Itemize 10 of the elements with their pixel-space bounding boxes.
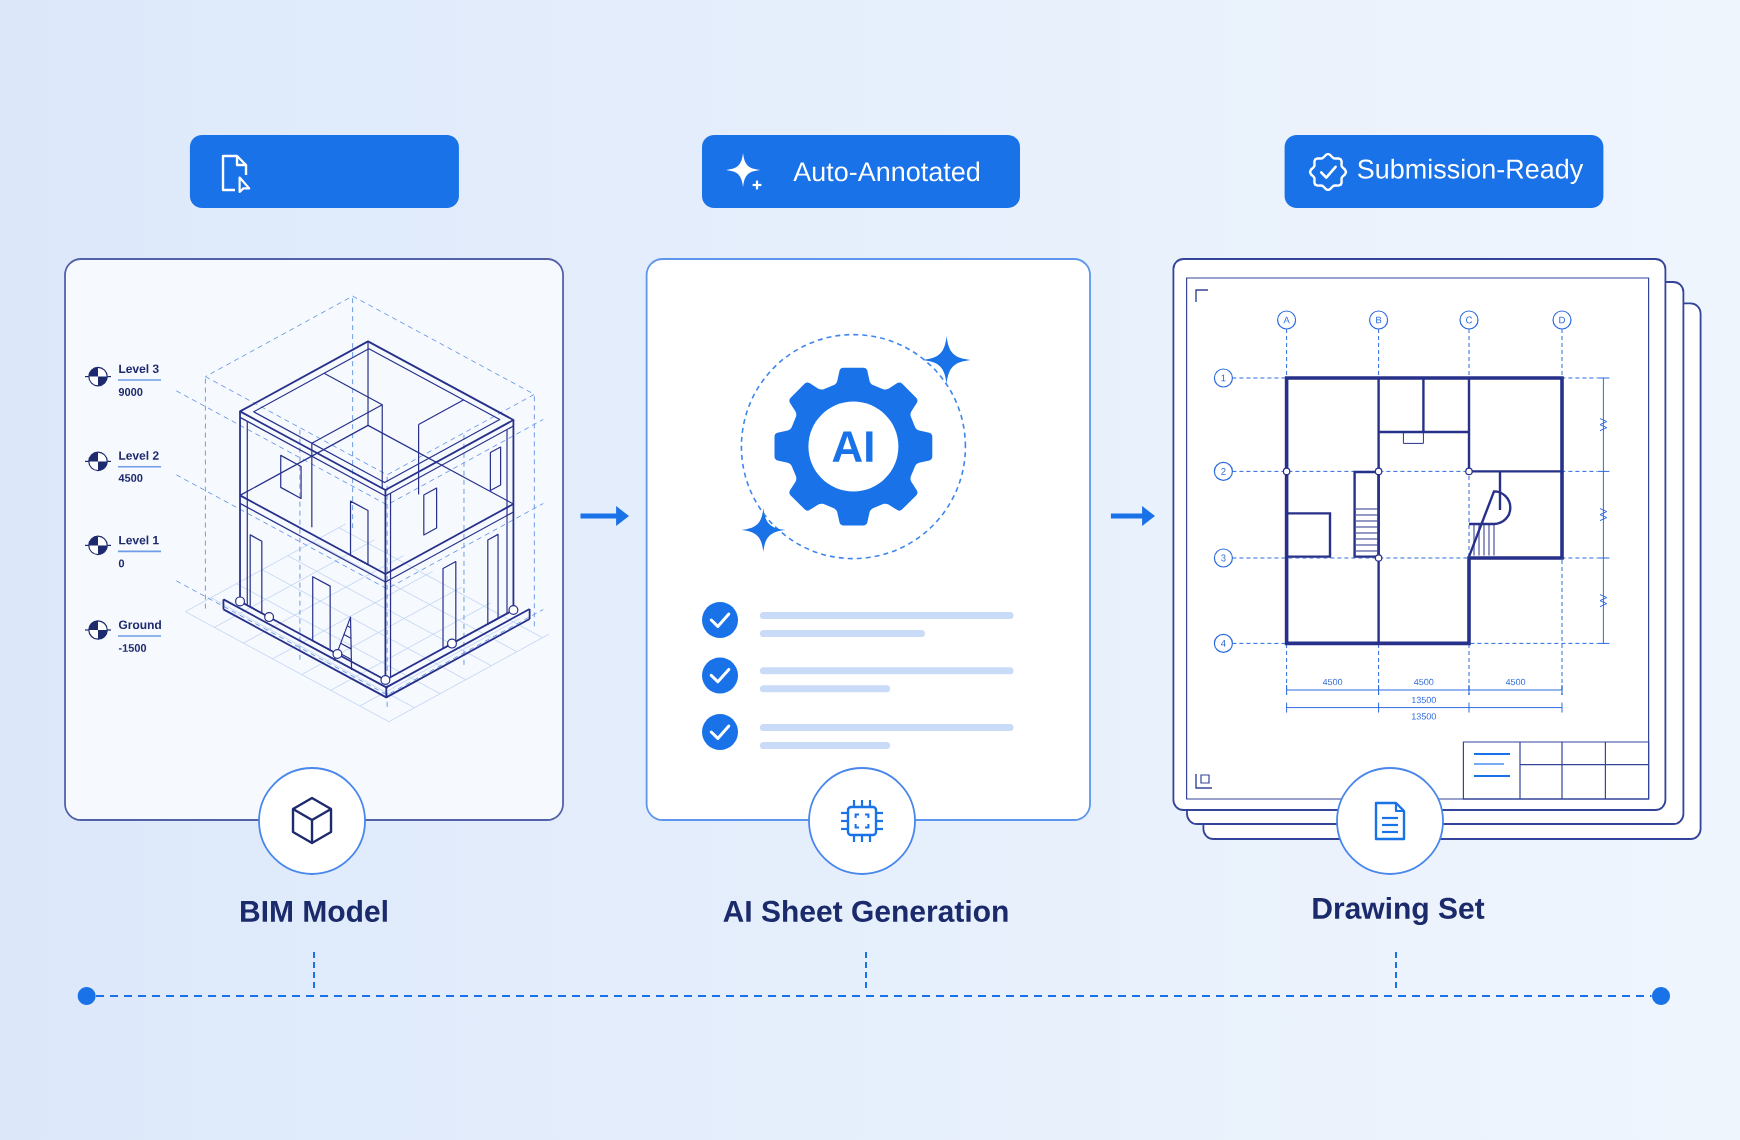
timeline-dot <box>1652 987 1670 1005</box>
timeline-dot <box>77 987 96 1005</box>
gear-badge: AI <box>774 367 933 526</box>
card-label: BIM Model <box>241 899 387 922</box>
tag-pill: Submission-Ready <box>1284 134 1604 208</box>
timeline <box>95 995 1653 997</box>
tag-pill: Auto-Annotated <box>702 134 1020 208</box>
tag-pill <box>189 134 459 208</box>
card-label: AI Sheet Generation <box>723 899 1008 922</box>
card-label: Drawing Set <box>1313 896 1485 926</box>
